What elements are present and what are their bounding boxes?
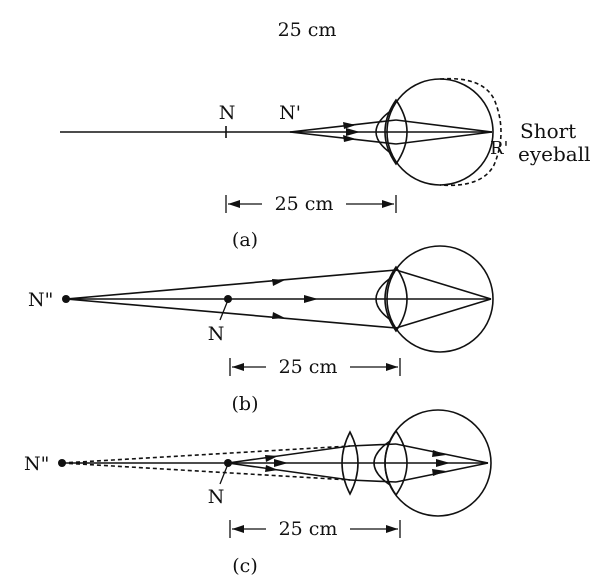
ray-a-upper-2	[395, 119, 493, 133]
virtual-ray-c-lower	[61, 462, 351, 481]
caption-b: (b)	[232, 393, 259, 415]
arrow-a-axis	[346, 128, 360, 136]
leader-n-c	[219, 463, 229, 485]
arrow-c-lower	[265, 465, 278, 472]
label-n-b: N	[208, 323, 225, 345]
cornea-a	[375, 109, 393, 155]
top-distance-label: 25 cm	[278, 19, 337, 41]
normal-eyeball-outline-a	[439, 77, 502, 187]
short-eyeball-line1: Short	[520, 119, 576, 143]
arrow-b-lower	[272, 312, 285, 319]
arrow-a-upper	[343, 122, 356, 129]
eye-lens-c	[384, 429, 408, 497]
arrow-c-lower-eye	[432, 469, 446, 476]
ray-b-lower-1	[65, 298, 397, 329]
arrow-b-upper	[272, 279, 285, 286]
dim-a-arrow-left	[228, 200, 240, 208]
label-n-a: N	[219, 102, 236, 124]
ray-a-lower-1	[289, 131, 397, 145]
cornea-b	[375, 276, 393, 322]
dim-b-arrow-right	[386, 363, 398, 371]
dim-c-label: 25 cm	[279, 518, 338, 540]
leader-n-b	[219, 299, 229, 321]
eye-lens-b	[384, 265, 408, 333]
arrow-c-axis	[274, 459, 288, 467]
dim-a-arrow-right	[382, 200, 394, 208]
label-n-double-c: N"	[24, 453, 49, 475]
dim-c-arrow-left	[232, 525, 244, 533]
short-eyeball-line2: eyeball	[518, 142, 591, 166]
eye-lens-a	[384, 98, 408, 166]
ray-c-lower-2	[349, 479, 397, 483]
caption-a: (a)	[232, 229, 258, 251]
point-n-b	[224, 295, 232, 303]
arrow-c-axis-eye	[436, 459, 450, 467]
ray-c-lower-1	[227, 462, 351, 481]
arrow-b-axis	[304, 295, 318, 303]
label-n-c: N	[208, 486, 225, 508]
label-n-double-b: N"	[28, 289, 53, 311]
ray-c-upper-1	[227, 445, 351, 464]
figure-c: N" N 25 cm (c)	[24, 409, 492, 577]
ray-a-lower-2	[395, 131, 493, 145]
ray-c-upper-2	[349, 443, 397, 447]
dim-a-label: 25 cm	[275, 193, 334, 215]
dim-c-arrow-right	[386, 525, 398, 533]
label-n-prime-a: N'	[279, 102, 301, 124]
corrective-convex-lens	[341, 430, 359, 496]
ray-b-upper-2	[395, 269, 492, 300]
ray-a-upper-1	[289, 119, 397, 133]
eyeball-b	[386, 245, 494, 353]
ray-b-upper-1	[65, 269, 397, 300]
virtual-ray-c-upper	[61, 445, 351, 464]
ray-b-lower-2	[395, 298, 492, 329]
arrow-c-upper-eye	[432, 450, 446, 457]
arrow-c-upper	[265, 455, 278, 462]
figure-a: N N' R' Short eyeball 25 cm (a)	[60, 77, 591, 251]
arrow-a-lower	[343, 135, 356, 142]
dim-b-arrow-left	[232, 363, 244, 371]
figure-b: N" N 25 cm (b)	[28, 245, 494, 415]
caption-c: (c)	[232, 555, 257, 577]
label-r-prime-a: R'	[490, 138, 509, 159]
dim-b-label: 25 cm	[279, 356, 338, 378]
